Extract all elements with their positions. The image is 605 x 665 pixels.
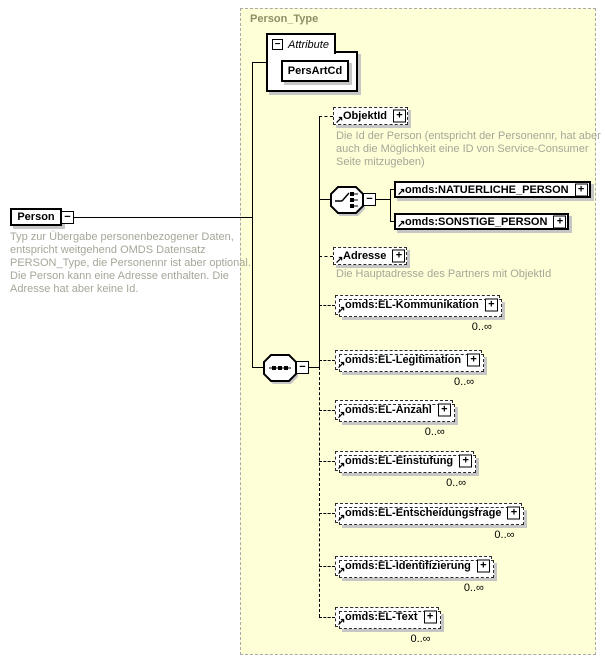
reference-arrow-icon: ↗ <box>397 187 406 198</box>
connector-line <box>390 189 395 190</box>
element-objektid[interactable]: ↗ ObjektId + <box>333 107 409 126</box>
reference-arrow-icon: ↗ <box>337 566 346 577</box>
element-label: omds:EL-Entscheidungsfrage <box>345 507 502 519</box>
reference-arrow-icon: ↗ <box>337 305 346 316</box>
connector-line <box>376 199 390 200</box>
element-adresse[interactable]: ↗ Adresse + <box>333 247 408 266</box>
reference-arrow-icon: ↗ <box>335 115 344 126</box>
element-box[interactable]: ↗ omds:EL-Kommunikation + <box>335 295 502 317</box>
reference-arrow-icon: ↗ <box>337 513 346 524</box>
person-type-container: Person_Type <box>240 8 596 655</box>
element-box[interactable]: ↗ omds:EL-Entscheidungsfrage + <box>335 503 525 525</box>
connector-line <box>309 367 319 368</box>
connector-line <box>319 566 335 567</box>
reference-arrow-icon: ↗ <box>337 410 346 421</box>
collapse-icon[interactable]: − <box>363 193 376 206</box>
person-type-label: Person_Type <box>250 13 319 25</box>
reference-arrow-icon: ↗ <box>337 360 346 371</box>
sequence-connector-icon[interactable] <box>261 353 301 385</box>
connector-line <box>319 116 333 117</box>
adresse-annotation: Die Hauptadresse des Partners mit Objekt… <box>336 268 552 280</box>
connector-line <box>319 461 335 462</box>
element-label: ObjektId <box>343 110 388 122</box>
person-annotation: Typ zur Übergabe personenbezogener Daten… <box>10 231 251 295</box>
expand-icon[interactable]: + <box>507 506 521 520</box>
element-label: omds:EL-Text <box>345 611 418 623</box>
element-box[interactable]: ↗ ObjektId + <box>333 107 409 126</box>
connector-line <box>319 116 320 367</box>
element-el-kommunikation[interactable]: ↗ omds:EL-Kommunikation + 0..∞ <box>335 295 502 333</box>
connector-line <box>319 513 335 514</box>
element-el-anzahl[interactable]: ↗ omds:EL-Anzahl + 0..∞ <box>335 400 455 438</box>
element-el-legitimation[interactable]: ↗ omds:EL-Legitimation + 0..∞ <box>335 350 485 388</box>
expand-icon[interactable]: + <box>476 559 490 573</box>
occurs-label: 0..∞ <box>494 529 515 541</box>
element-box[interactable]: ↗ omds:EL-Text + <box>335 607 441 629</box>
element-label: omds:EL-Legitimation <box>345 354 462 366</box>
reference-arrow-icon: ↗ <box>397 219 406 230</box>
element-person[interactable]: Person <box>10 208 62 226</box>
element-label: omds:SONSTIGE_PERSON <box>405 215 548 228</box>
attribute-persartcd[interactable]: PersArtCd <box>281 60 349 82</box>
connector-line <box>252 62 266 63</box>
element-label: omds:EL-Einstufung <box>345 455 454 467</box>
expand-icon[interactable]: + <box>392 249 406 263</box>
element-label: omds:NATUERLICHE_PERSON <box>405 183 569 196</box>
connector-line <box>319 360 335 361</box>
element-box[interactable]: ↗ omds:EL-Identifizierung + <box>335 556 494 578</box>
connector-line <box>319 305 335 306</box>
occurs-label: 0..∞ <box>471 321 492 333</box>
objektid-annotation: Die Id der Person (entspricht der Person… <box>336 130 601 168</box>
element-box[interactable]: ↗ Adresse + <box>333 247 408 266</box>
connector-line <box>319 367 320 617</box>
expand-icon[interactable]: + <box>437 403 451 417</box>
occurs-label: 0..∞ <box>454 376 475 388</box>
element-label: omds:EL-Anzahl <box>345 404 432 416</box>
element-box[interactable]: ↗ omds:EL-Einstufung + <box>335 451 477 473</box>
attribute-group-header: − Attribute <box>266 33 336 54</box>
expand-icon[interactable]: + <box>484 298 498 312</box>
occurs-label: 0..∞ <box>463 582 484 594</box>
occurs-label: 0..∞ <box>446 477 467 489</box>
element-natuerliche-person[interactable]: ↗ omds:NATUERLICHE_PERSON + <box>394 181 591 198</box>
connector-line <box>319 199 331 200</box>
expand-icon[interactable]: + <box>467 353 481 367</box>
reference-arrow-icon: ↗ <box>337 461 346 472</box>
element-sonstige-person[interactable]: ↗ omds:SONSTIGE_PERSON + <box>394 213 570 230</box>
expand-icon[interactable]: + <box>574 183 588 196</box>
element-label: omds:EL-Identifizierung <box>345 560 471 572</box>
connector-line <box>319 256 333 257</box>
element-box[interactable]: ↗ omds:EL-Legitimation + <box>335 350 485 372</box>
collapse-icon[interactable]: − <box>61 211 74 224</box>
expand-icon[interactable]: + <box>459 454 473 468</box>
element-box[interactable]: ↗ omds:EL-Anzahl + <box>335 400 455 422</box>
connector-line <box>74 217 252 218</box>
reference-arrow-icon: ↗ <box>335 255 344 266</box>
element-label: Adresse <box>343 250 387 262</box>
element-el-entscheidungsfrage[interactable]: ↗ omds:EL-Entscheidungsfrage + 0..∞ <box>335 503 525 541</box>
element-box[interactable]: ↗ omds:SONSTIGE_PERSON + <box>394 213 570 230</box>
reference-arrow-icon: ↗ <box>337 617 346 628</box>
occurs-label: 0..∞ <box>410 633 431 645</box>
connector-line <box>319 410 335 411</box>
collapse-icon[interactable]: − <box>296 361 309 374</box>
element-el-einstufung[interactable]: ↗ omds:EL-Einstufung + 0..∞ <box>335 451 477 489</box>
expand-icon[interactable]: + <box>423 610 437 624</box>
expand-icon[interactable]: + <box>553 215 567 228</box>
connector-line <box>252 367 263 368</box>
collapse-icon[interactable]: − <box>272 39 283 50</box>
connector-line <box>390 221 395 222</box>
connector-line <box>319 617 335 618</box>
expand-icon[interactable]: + <box>393 109 407 123</box>
connector-line <box>390 189 391 222</box>
element-el-text[interactable]: ↗ omds:EL-Text + 0..∞ <box>335 607 441 645</box>
element-label: omds:EL-Kommunikation <box>345 299 479 311</box>
element-el-identifizierung[interactable]: ↗ omds:EL-Identifizierung + 0..∞ <box>335 556 494 594</box>
element-box[interactable]: ↗ omds:NATUERLICHE_PERSON + <box>394 181 591 198</box>
attribute-group-label: Attribute <box>288 38 329 51</box>
occurs-label: 0..∞ <box>424 426 445 438</box>
connector-line <box>252 62 253 367</box>
choice-connector-icon[interactable] <box>328 185 368 217</box>
